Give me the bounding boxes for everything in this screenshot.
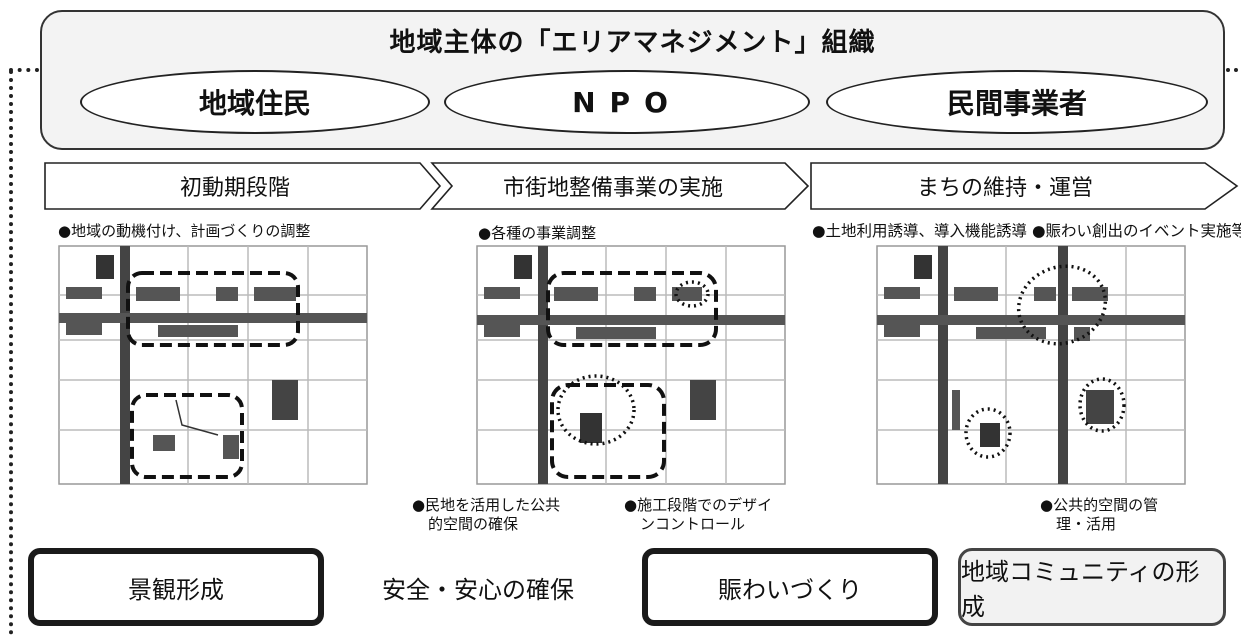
stage-note-initial: ●地域の動機付け、計画づくりの調整 (58, 222, 311, 240)
note-line: ●施工段階でのデザイ (624, 496, 773, 514)
note-public-space: ●民地を活用した公共 的空間の確保 (412, 496, 560, 534)
goal-vibrancy: 賑わいづくり (642, 548, 938, 626)
stage-label-maintenance: まちの維持・運営 (916, 176, 1093, 201)
organization-title: 地域主体の「エリアマネジメント」組織 (389, 28, 876, 58)
member-oval-npo: NPO (444, 70, 810, 134)
note-public-management: ●公共的空間の管 理・活用 (1040, 496, 1158, 534)
goal-community: 地域コミュニティの形成 (958, 548, 1226, 626)
stage-label-initial: 初動期段階 (179, 176, 290, 201)
member-oval-residents: 地域住民 (80, 70, 430, 134)
note-design-control: ●施工段階でのデザイ ンコントロール (624, 496, 772, 534)
stage-note-maintenance: ●土地利用誘導、導入機能誘導 ●賑わい創出のイベント実施等 (812, 222, 1241, 240)
note-line: ●公共的空間の管 (1040, 496, 1159, 514)
left-dotted-bracket (9, 70, 13, 635)
goal-safety: 安全・安心の確保 (358, 548, 598, 626)
stage-arrow-1 (44, 162, 442, 210)
stage-arrow-3 (810, 162, 1239, 210)
goal-label: 景観形成 (128, 575, 224, 604)
note-line: 理・活用 (1056, 515, 1117, 533)
left-dotted-connector (9, 68, 39, 72)
map-maintenance (876, 245, 1186, 485)
member-label: NPO (572, 85, 682, 119)
goal-landscape: 景観形成 (28, 548, 324, 626)
member-oval-businesses: 民間事業者 (826, 70, 1208, 134)
goal-label: 安全・安心の確保 (382, 575, 574, 604)
stage-label-implementation: 市街地整備事業の実施 (502, 176, 723, 201)
stage-arrow-2 (430, 162, 810, 210)
map-implementation (476, 245, 786, 485)
member-label: 民間事業者 (946, 87, 1087, 120)
note-line: 的空間の確保 (428, 515, 519, 533)
stage-note-implementation: ●各種の事業調整 (478, 224, 597, 242)
note-line: ●民地を活用した公共 (412, 496, 561, 514)
goal-label: 地域コミュニティの形成 (961, 558, 1200, 621)
right-dotted-connector (1226, 68, 1238, 72)
map-initial (58, 245, 368, 485)
member-label: 地域住民 (198, 87, 311, 120)
note-line: ンコントロール (640, 515, 746, 533)
stage-arrows (44, 162, 1239, 210)
goal-label: 賑わいづくり (718, 575, 862, 604)
